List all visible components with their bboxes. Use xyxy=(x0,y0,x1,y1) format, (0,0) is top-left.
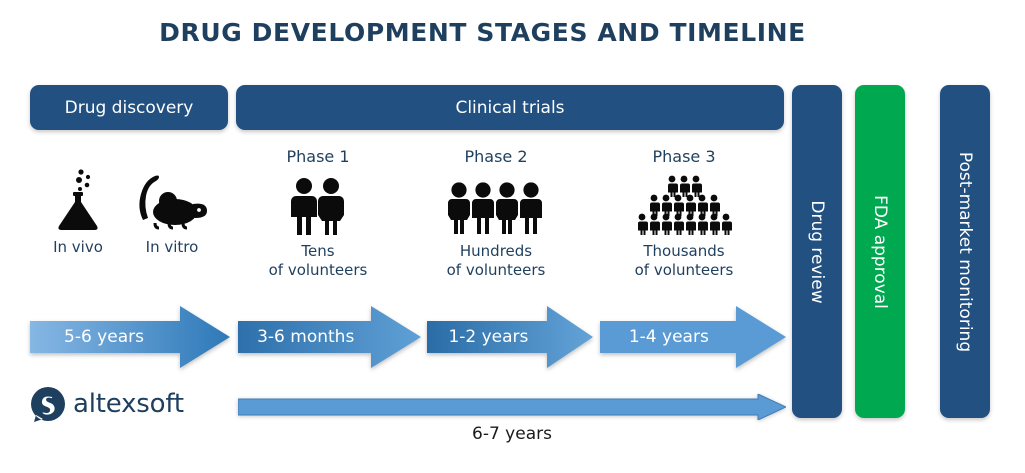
stage-bar-clinical-trials: Clinical trials xyxy=(236,85,784,130)
arrow-right-icon xyxy=(237,393,788,421)
phase-block-3: Phase 3 xyxy=(597,147,771,279)
phase-count-line1: Thousands xyxy=(643,242,725,260)
phase-count: Tens of volunteers xyxy=(245,242,391,279)
phase-title: Phase 2 xyxy=(464,147,528,166)
stage-bar-label: FDA approval xyxy=(870,194,890,309)
phase-count: Thousands of volunteers xyxy=(597,242,771,279)
people-pair-icon xyxy=(245,173,391,235)
stage-bar-label: Post-market monitoring xyxy=(955,151,975,352)
phase-count-line2: of volunteers xyxy=(634,260,734,279)
duration-arrow-label: 1-4 years xyxy=(628,327,709,347)
duration-arrow-drug-discovery: 5-6 years xyxy=(30,306,230,368)
phase-count-line1: Tens xyxy=(301,242,335,260)
duration-arrow-phase-1: 3-6 months xyxy=(238,306,421,368)
duration-arrow-label: 1-2 years xyxy=(448,327,529,347)
phase-block-1: Phase 1 Tens of volunteers xyxy=(245,147,391,279)
phase-count-line2: of volunteers xyxy=(268,260,368,279)
duration-arrow-phase-2: 1-2 years xyxy=(427,306,593,368)
duration-arrow-label: 5-6 years xyxy=(64,327,144,347)
stage-bar-label: Drug discovery xyxy=(64,97,194,118)
arrow-right-icon xyxy=(600,306,786,368)
stage-bar-fda-approval: FDA approval xyxy=(855,85,905,418)
crowd-row xyxy=(636,213,732,235)
arrow-right-icon xyxy=(238,306,421,368)
phase-title: Phase 1 xyxy=(286,147,350,166)
total-timeline-label: 6-7 years xyxy=(472,424,552,444)
phase-count: Hundreds of volunteers xyxy=(412,242,580,279)
preclinical-caption: In vivo xyxy=(53,238,103,256)
phase-block-2: Phase 2 Hundreds of volunteers xyxy=(412,147,580,279)
altexsoft-logo: altexsoft xyxy=(30,386,184,422)
crowd-row xyxy=(648,194,720,216)
preclinical-item-in-vitro: In vitro xyxy=(124,168,220,256)
stage-bar-post-market-monitoring: Post-market monitoring xyxy=(940,85,990,418)
mouse-icon xyxy=(139,175,207,230)
phase-count-line2: of volunteers xyxy=(446,260,546,279)
arrow-right-icon xyxy=(427,306,593,368)
people-crowd-icon xyxy=(597,173,771,235)
people-group-icon xyxy=(412,173,580,235)
stage-bar-drug-review: Drug review xyxy=(792,85,842,418)
logo-text: altexsoft xyxy=(73,389,184,419)
arrow-right-icon xyxy=(30,306,230,368)
phase-title: Phase 3 xyxy=(652,147,716,166)
preclinical-caption: In vitro xyxy=(145,238,199,256)
page-title: DRUG DEVELOPMENT STAGES AND TIMELINE xyxy=(159,18,806,47)
crowd-row xyxy=(666,175,702,197)
stage-bar-label: Drug review xyxy=(807,199,827,304)
phase-count-line1: Hundreds xyxy=(459,242,533,260)
stage-bar-label: Clinical trials xyxy=(455,97,565,118)
total-timeline-arrow xyxy=(237,393,788,421)
flask-icon xyxy=(58,169,98,230)
preclinical-item-in-vivo: In vivo xyxy=(30,168,126,256)
duration-arrow-phase-3: 1-4 years xyxy=(600,306,786,368)
speech-bubble-icon xyxy=(31,387,65,422)
duration-arrow-label: 3-6 months xyxy=(257,327,355,347)
stage-bar-drug-discovery: Drug discovery xyxy=(30,85,228,130)
